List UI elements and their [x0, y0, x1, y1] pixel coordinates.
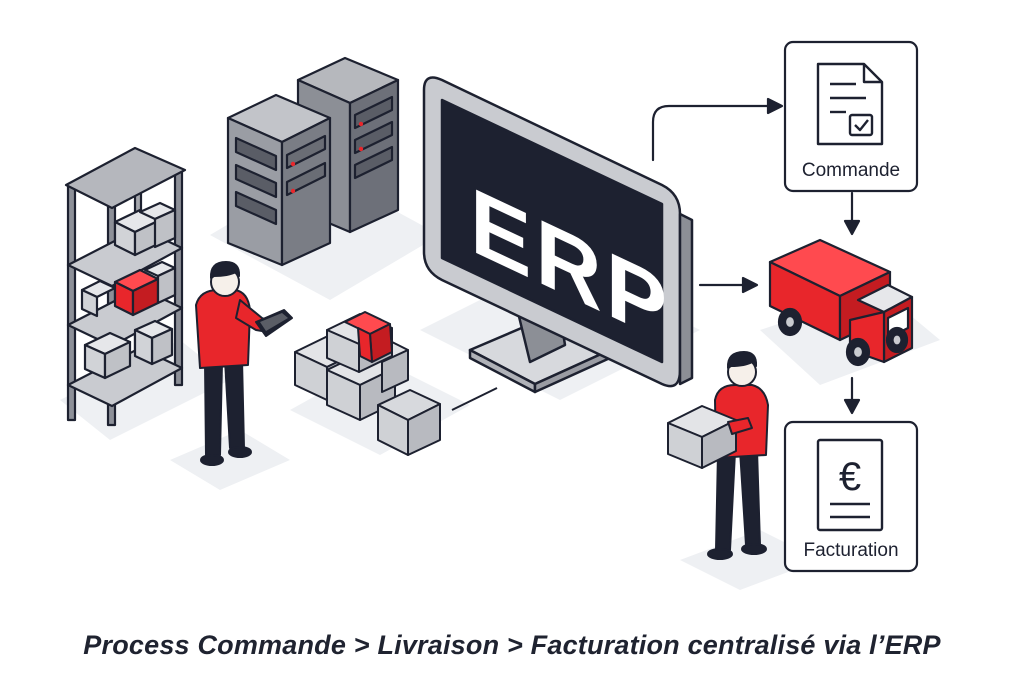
invoice-document-icon [816, 438, 884, 532]
delivery-truck [768, 238, 914, 367]
caption: Process Commande > Livraison > Facturati… [83, 630, 941, 660]
flow-arrows [651, 97, 861, 415]
order-label: Commande [802, 160, 900, 181]
invoice-label: Facturation [803, 540, 898, 561]
worker-carrying-box [667, 351, 769, 560]
arrow-order-to-truck-head [843, 219, 861, 236]
shelf-box [133, 319, 174, 366]
server-racks [226, 56, 400, 267]
arrow-erp-to-truck-head [741, 276, 759, 294]
shelf-box [83, 331, 132, 380]
shelf-box [143, 260, 177, 305]
euro-icon: € [839, 455, 861, 499]
arrow-truck-to-invoice-head [843, 398, 861, 415]
warehouse-shelf [64, 146, 187, 427]
box-stack [294, 311, 441, 456]
shelf-box [80, 279, 117, 318]
erp-screen [440, 98, 664, 364]
arrow-to-order-head [766, 97, 784, 115]
shelf-box [138, 201, 177, 249]
shelf-box-red [113, 268, 160, 317]
worker-with-tablet [195, 261, 293, 466]
arrow-to-order [651, 104, 774, 162]
box-red [344, 311, 393, 363]
invoice-card: € Facturation [783, 420, 919, 573]
order-document-icon [816, 62, 884, 146]
box-to-erp-connector [451, 387, 498, 411]
order-card: Commande [783, 40, 919, 193]
